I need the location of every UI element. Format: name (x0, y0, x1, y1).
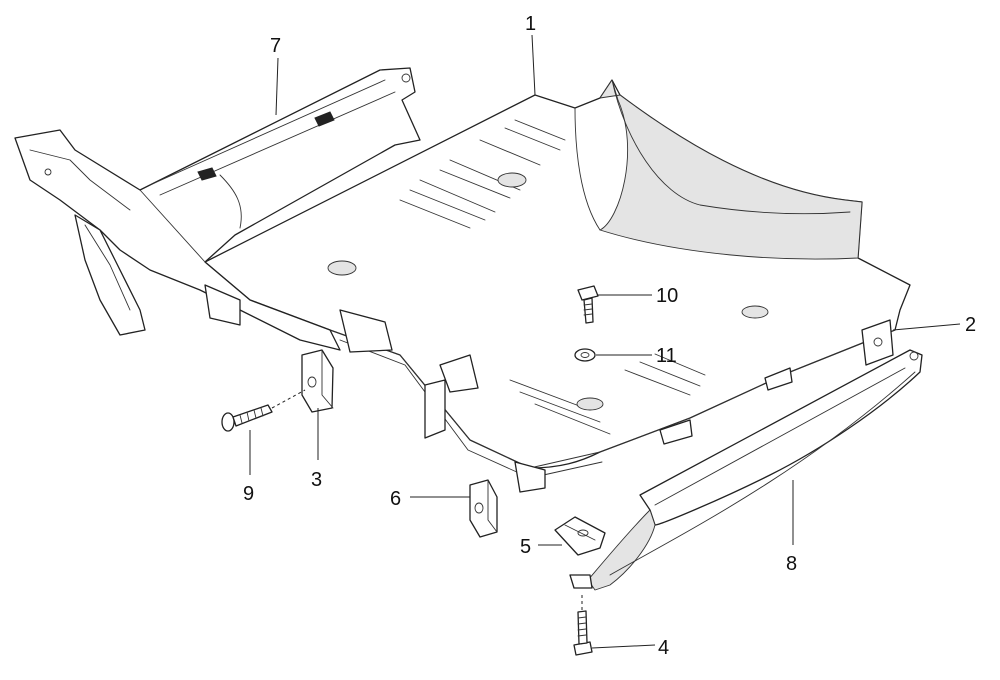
callout-2: 2 (965, 314, 976, 336)
part-11-washer (574, 348, 596, 362)
part-2-clip (861, 319, 894, 366)
part-10-bolt (577, 285, 599, 324)
callout-10: 10 (656, 285, 678, 307)
part-3-clip-nut (301, 349, 334, 413)
leader-lines (249, 34, 961, 649)
callout-8: 8 (786, 553, 797, 575)
callout-7: 7 (270, 35, 281, 57)
callout-5: 5 (520, 536, 531, 558)
part-9-screw (221, 389, 306, 432)
callout-6: 6 (390, 488, 401, 510)
callout-9: 9 (243, 483, 254, 505)
part-6-clip-nut (469, 479, 498, 538)
callout-labels: 1 2 3 4 5 6 7 8 9 10 11 (243, 13, 976, 659)
part-4-bolt (573, 592, 593, 656)
part-5-clip-nut (554, 516, 606, 556)
callout-1: 1 (525, 13, 536, 35)
part-7-side-rail (14, 67, 421, 353)
callout-3: 3 (311, 469, 322, 491)
part-1-floor-panel (204, 79, 911, 493)
part-8-front-skirt (569, 349, 923, 591)
callout-11: 11 (656, 345, 677, 367)
callout-4: 4 (658, 637, 669, 659)
